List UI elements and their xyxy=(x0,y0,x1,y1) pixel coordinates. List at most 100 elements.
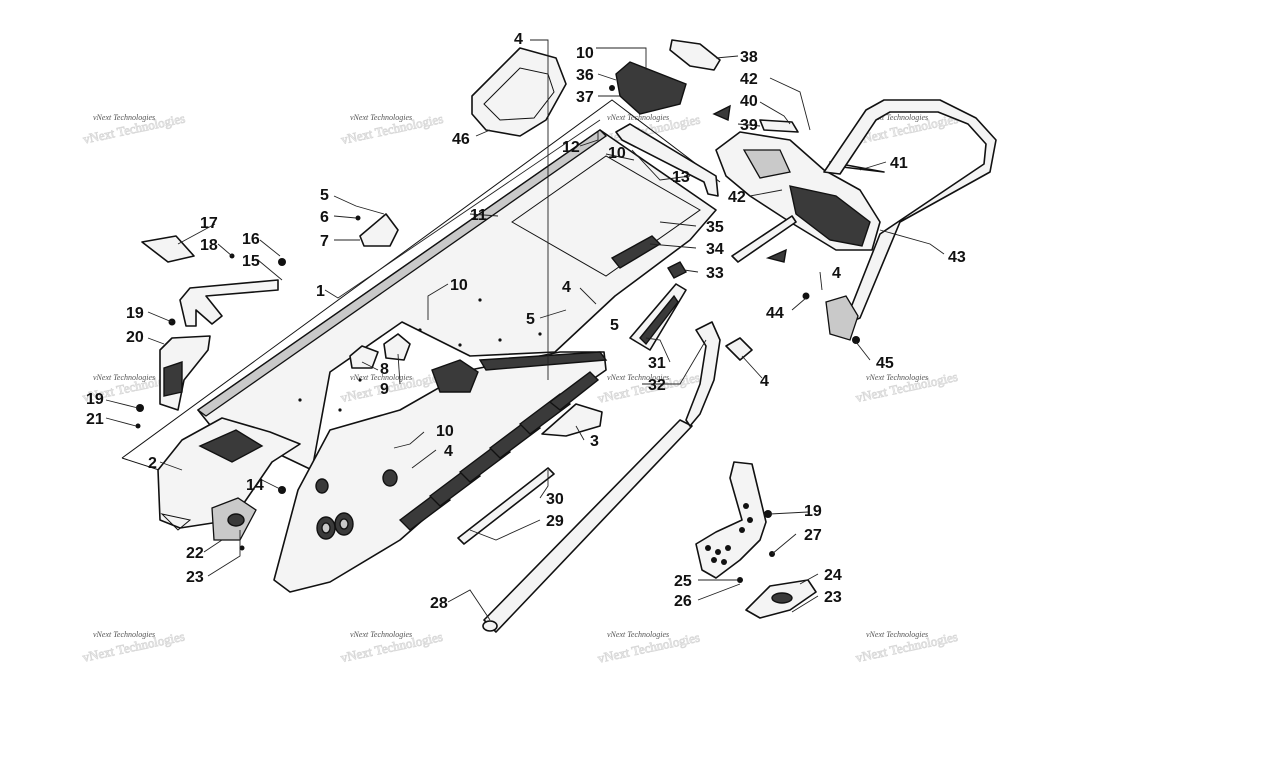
mount-block xyxy=(359,213,399,247)
callout-29: 29 xyxy=(546,513,564,530)
callout-34: 34 xyxy=(706,241,724,258)
callout-4-right: 4 xyxy=(760,373,769,390)
callout-8: 8 xyxy=(380,361,389,378)
side-bracket-31-slots xyxy=(639,294,679,346)
callout-28: 28 xyxy=(430,595,448,612)
watermark: vNext Technologies vNext Technologies xyxy=(596,629,702,666)
small-plate-8 xyxy=(349,345,379,369)
upper-crossbar xyxy=(615,123,719,197)
light-strip-40 xyxy=(759,119,799,133)
callout-19-right: 19 xyxy=(804,503,822,520)
marker-arrow-upper xyxy=(712,104,731,122)
left-side-panel-cutout xyxy=(198,429,264,463)
callout-42-lower: 42 xyxy=(728,189,746,206)
callout-39: 39 xyxy=(740,117,758,134)
callout-1: 1 xyxy=(316,283,325,300)
callout-4-bumper: 4 xyxy=(832,265,841,282)
callout-17: 17 xyxy=(200,215,218,232)
watermark-text: vNext Technologies xyxy=(93,373,155,382)
callout-40: 40 xyxy=(740,93,758,110)
tunnel-deck-panel xyxy=(511,155,701,277)
tunnel-edge-strip xyxy=(196,129,608,417)
callout-5-left: 5 xyxy=(320,187,329,204)
watermark-text: vNext Technologies xyxy=(607,630,669,639)
washer-4 xyxy=(725,337,753,361)
callout-10-center: 10 xyxy=(450,277,468,294)
callout-23-left: 23 xyxy=(186,569,204,586)
watermark-text: vNext Technologies xyxy=(350,113,412,122)
lower-plate xyxy=(541,403,603,437)
callout-37: 37 xyxy=(576,89,594,106)
callout-6: 6 xyxy=(320,209,329,226)
watermark: vNext Technologies vNext Technologies xyxy=(81,110,187,147)
running-board-rim xyxy=(478,351,608,371)
lower-strip xyxy=(731,215,797,263)
callout-46: 46 xyxy=(452,131,470,148)
left-side-panel xyxy=(157,417,301,529)
storage-bag xyxy=(471,47,567,137)
storage-bag-inner xyxy=(483,67,555,121)
callouts: 1 2 3 4 4 4 4 4 5 5 5 6 7 8 9 10 10 10 1… xyxy=(86,31,966,612)
rear-flap-lower xyxy=(789,185,871,247)
upper-mount-bracket xyxy=(615,61,687,115)
watermark-text: vNext Technologies xyxy=(866,630,928,639)
cap-38 xyxy=(669,39,721,71)
callout-16: 16 xyxy=(242,231,260,248)
watermark-text: vNext Technologies xyxy=(866,113,928,122)
watermark-text: vNext Technologies xyxy=(607,373,669,382)
watermark-text: vNext Technologies xyxy=(93,630,155,639)
right-foot-plate xyxy=(695,461,767,579)
callout-19-left: 19 xyxy=(126,305,144,322)
callout-41: 41 xyxy=(890,155,908,172)
right-foot-plate-holes xyxy=(705,503,753,565)
callout-2: 2 xyxy=(148,455,157,472)
callout-44: 44 xyxy=(766,305,784,322)
rear-flap-cutout xyxy=(742,149,791,179)
callout-25: 25 xyxy=(674,573,692,590)
callout-33: 33 xyxy=(706,265,724,282)
marker-arrow-lower xyxy=(765,248,787,263)
slim-rod xyxy=(457,467,555,545)
foot-pad-24-hole xyxy=(771,592,793,604)
watermark: vNext Technologies vNext Technologies xyxy=(81,628,187,665)
callout-42-top: 42 xyxy=(740,71,758,88)
callout-21: 21 xyxy=(86,411,104,428)
callout-12: 12 xyxy=(562,139,580,156)
bracket-plate-slots xyxy=(163,361,183,397)
callout-3: 3 xyxy=(590,433,599,450)
bumper-strap-32 xyxy=(685,321,721,427)
watermark: vNext Technologies vNext Technologies xyxy=(339,628,445,665)
callout-4-lower: 4 xyxy=(444,443,453,460)
callout-36: 36 xyxy=(576,67,594,84)
callout-15: 15 xyxy=(242,253,260,270)
callout-10-top: 10 xyxy=(576,45,594,62)
rear-axle-tube xyxy=(483,419,693,633)
grab-handle xyxy=(179,279,279,327)
callout-14: 14 xyxy=(246,477,264,494)
callout-4-center: 4 xyxy=(562,279,571,296)
callout-30: 30 xyxy=(546,491,564,508)
callout-43: 43 xyxy=(948,249,966,266)
callout-4-top: 4 xyxy=(514,31,523,48)
callout-11: 11 xyxy=(470,207,487,224)
knob-33 xyxy=(667,261,687,279)
watermark: vNext Technologies vNext Technologies xyxy=(854,628,960,665)
left-side-panel-bracket xyxy=(160,513,192,531)
callout-9: 9 xyxy=(380,381,389,398)
rear-axle-tube-end xyxy=(482,620,498,632)
parts xyxy=(121,39,997,633)
watermark-text: vNext Technologies xyxy=(93,113,155,122)
logo-plate xyxy=(610,235,662,269)
watermark: vNext Technologies vNext Technologies xyxy=(854,368,960,405)
watermark-text: vNext Technologies xyxy=(866,373,928,382)
callout-35: 35 xyxy=(706,219,724,236)
small-plate-9 xyxy=(383,333,411,361)
callout-23-right: 23 xyxy=(824,589,842,606)
callout-18: 18 xyxy=(200,237,218,254)
watermark: vNext Technologies vNext Technologies xyxy=(339,110,445,147)
callout-31: 31 xyxy=(648,355,666,372)
foot-pad-hole xyxy=(227,513,245,527)
right-running-board xyxy=(273,351,607,593)
callout-5-right: 5 xyxy=(610,317,619,334)
